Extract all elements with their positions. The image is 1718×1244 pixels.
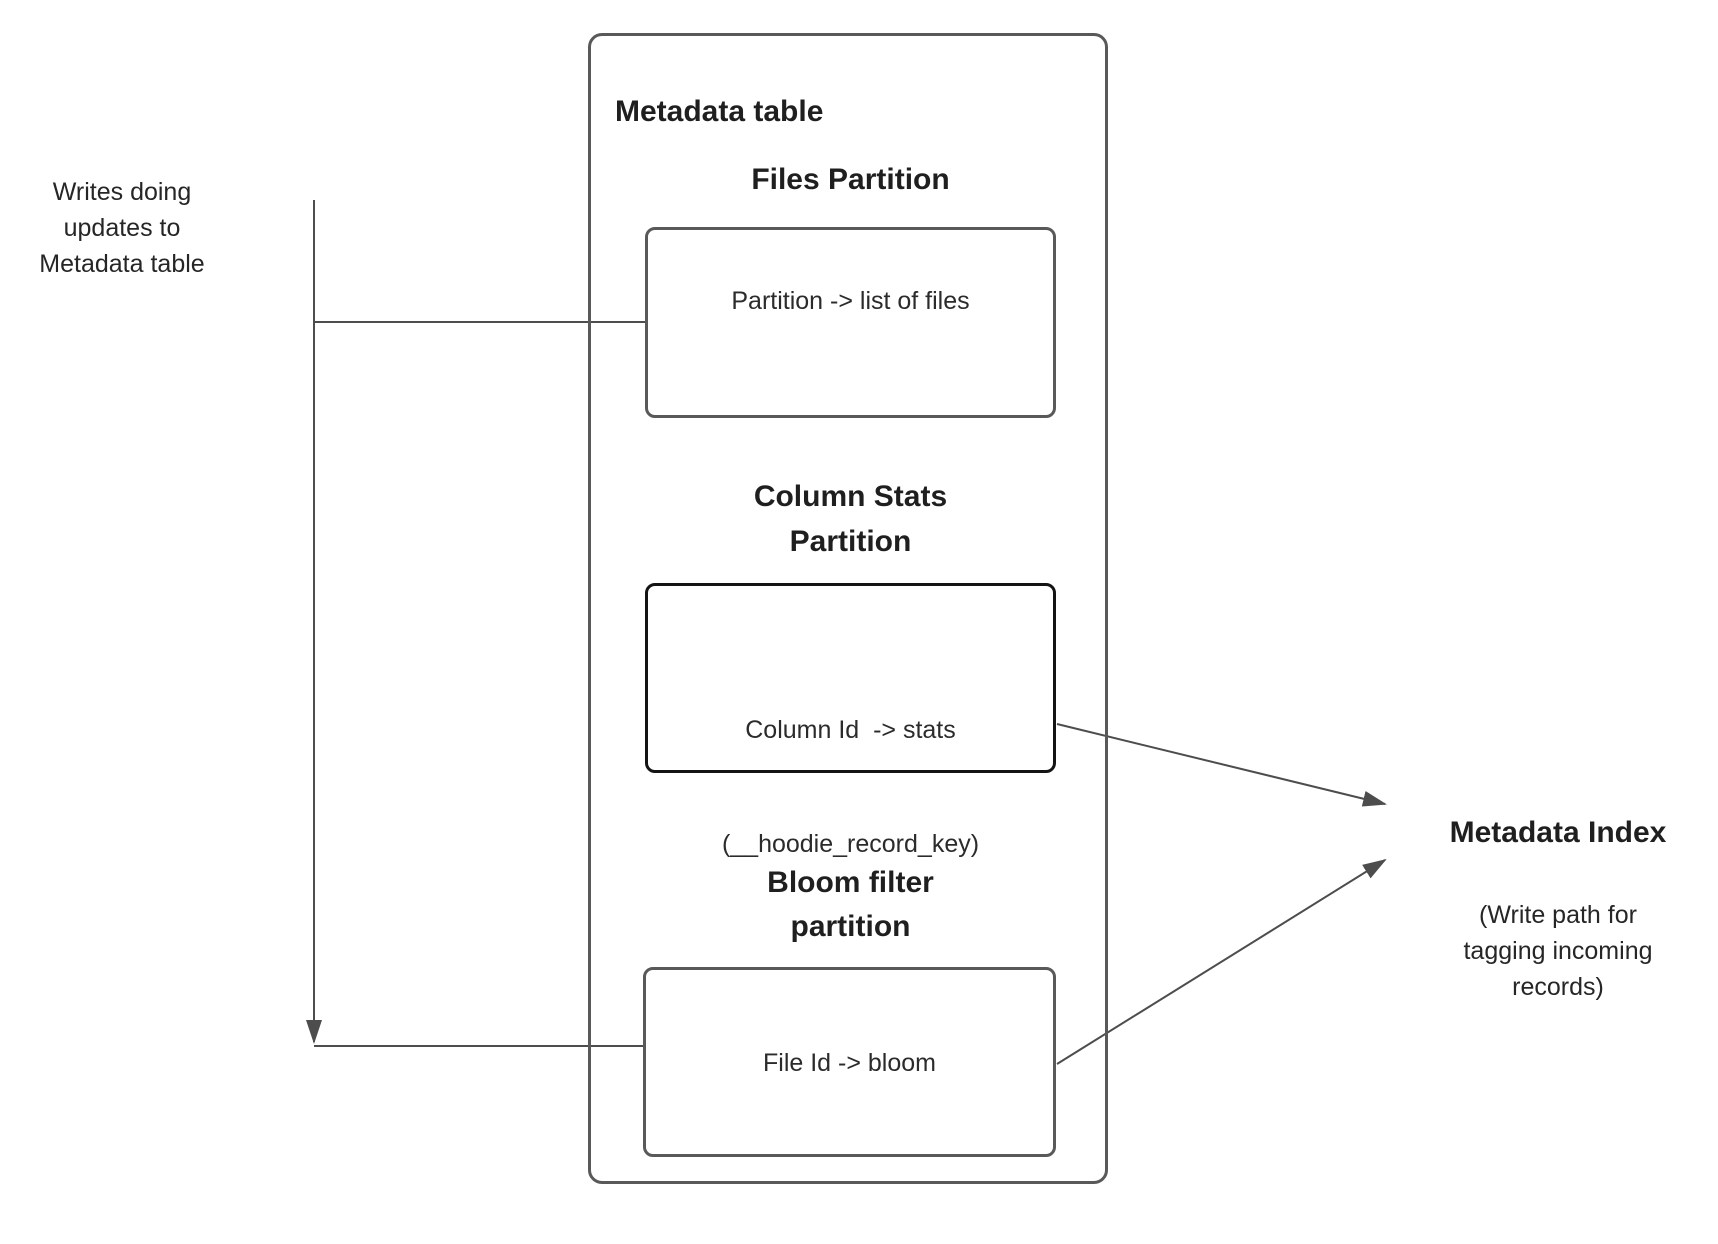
column-stats-heading-line: Column Stats: [753, 480, 948, 513]
metadata-index-note-line: (Write path for: [1479, 901, 1637, 929]
metadata-index-note: (Write path for tagging incoming records…: [1398, 897, 1718, 1005]
column-stats-mapping-line: Column Id -> stats: [745, 716, 956, 744]
files-partition-mapping: Partition -> list of files: [731, 287, 970, 315]
column-stats-partition-box: Column Id -> stats (__hoodie_record_key): [645, 583, 1056, 858]
bloom-filter-heading-line: partition: [790, 910, 911, 943]
writes-note-line: Writes doing: [52, 178, 192, 206]
files-partition-box: Partition -> list of files: [645, 227, 1056, 418]
writes-note-line: Metadata table: [39, 250, 205, 278]
bloom-filter-partition-box: File Id -> bloom: [643, 967, 1056, 1157]
writes-note: Writes doing updates to Metadata table: [12, 174, 232, 282]
metadata-index-title: Metadata Index: [1449, 816, 1667, 849]
metadata-index-note-line: tagging incoming: [1463, 937, 1653, 965]
bloom-filter-partition-heading: Bloom filter partition: [645, 861, 1056, 949]
bloom-filter-heading-line: Bloom filter: [767, 866, 934, 899]
metadata-index-note-line: records): [1512, 973, 1604, 1001]
metadata-table-title: Metadata table: [615, 95, 824, 128]
writes-note-line: updates to: [63, 214, 181, 242]
bloom-filter-partition-mapping: File Id -> bloom: [763, 1049, 936, 1077]
metadata-table-box: [588, 33, 1108, 1184]
files-partition-heading: Files Partition: [751, 163, 950, 196]
column-stats-mapping-line: (__hoodie_record_key): [721, 830, 980, 858]
column-stats-partition-heading: Column Stats Partition: [645, 474, 1056, 564]
column-stats-partition-mapping: Column Id -> stats (__hoodie_record_key): [648, 635, 1053, 939]
column-stats-heading-line: Partition: [789, 525, 912, 558]
